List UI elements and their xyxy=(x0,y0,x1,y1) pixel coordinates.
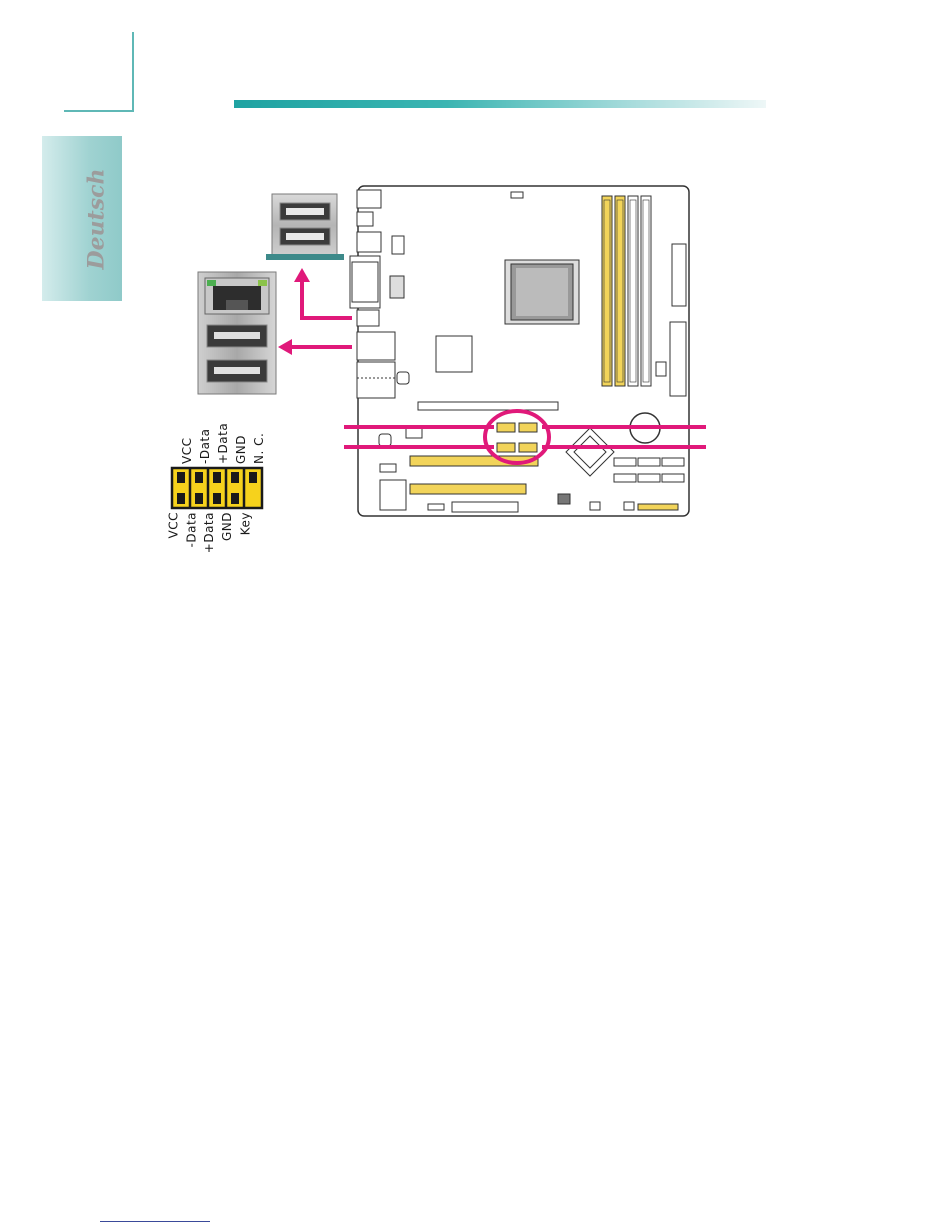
pin-label-bottom-5: Key xyxy=(238,512,252,535)
pin-label-top-3-wrap: +Data xyxy=(208,420,224,464)
pin-label-top-4-wrap: GND xyxy=(226,420,242,464)
dual-usb-port-image xyxy=(266,194,344,260)
pin-label-bottom-2: -Data xyxy=(184,512,198,547)
lan-usb-port-image xyxy=(198,272,276,394)
pin-label-bottom-1: VCC xyxy=(166,512,180,538)
pin-label-bottom-3: +Data xyxy=(202,512,216,553)
pin-label-bottom-5-wrap: Key xyxy=(244,512,260,560)
pin-label-top-5: N. C. xyxy=(252,433,266,464)
pin-label-top-2-wrap: -Data xyxy=(190,420,206,464)
pin-label-bottom-4: GND xyxy=(220,512,234,541)
pin-label-top-5-wrap: N. C. xyxy=(244,420,260,464)
arrow-to-dual-usb xyxy=(302,280,352,318)
arrow-head-up xyxy=(294,268,310,282)
usb-pin-header-diagram xyxy=(172,468,262,508)
motherboard-diagram xyxy=(350,186,689,516)
footer-line xyxy=(100,1221,210,1222)
arrow-head-left xyxy=(278,339,292,355)
pin-label-top-1-wrap: VCC xyxy=(172,420,188,464)
